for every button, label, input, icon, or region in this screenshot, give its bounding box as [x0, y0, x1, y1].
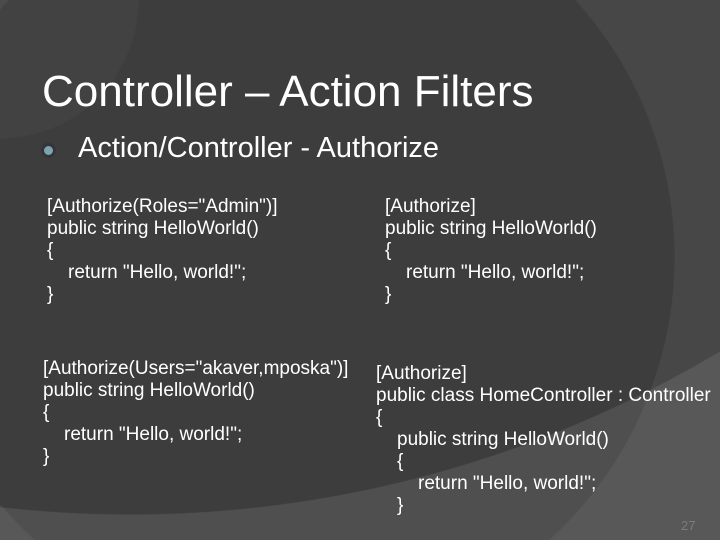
- code-line: }: [397, 495, 404, 516]
- bullet-item: Action/Controller - Authorize: [44, 132, 439, 165]
- code-line: [Authorize(Roles="Admin")]: [47, 196, 278, 217]
- slide-title: Controller – Action Filters: [42, 67, 534, 117]
- bullet-dot-icon: [44, 146, 53, 155]
- code-line: }: [47, 284, 54, 305]
- code-line: public string HelloWorld(): [47, 218, 259, 239]
- code-line: public class HomeController : Controller: [376, 385, 711, 406]
- code-line: return "Hello, world!";: [418, 473, 597, 494]
- code-line: {: [43, 402, 50, 423]
- code-line: }: [385, 284, 392, 305]
- code-line: return "Hello, world!";: [406, 262, 585, 283]
- code-line: {: [385, 240, 392, 261]
- bullet-text: Action/Controller - Authorize: [78, 132, 440, 164]
- code-line: [Authorize]: [376, 363, 467, 384]
- code-line: }: [43, 446, 50, 467]
- code-line: public string HelloWorld(): [43, 380, 255, 401]
- code-line: {: [376, 407, 383, 428]
- code-line: return "Hello, world!";: [68, 262, 247, 283]
- code-block-authorize-users: [Authorize(Users="akaver,mposka")]public…: [43, 358, 348, 468]
- code-line: [Authorize(Users="akaver,mposka")]: [43, 358, 349, 379]
- slide-number: 27: [681, 518, 696, 533]
- code-line: public string HelloWorld(): [385, 218, 597, 239]
- code-block-authorize-action: [Authorize]public string HelloWorld(){ re…: [385, 196, 597, 306]
- code-block-authorize-controller: [Authorize]public class HomeController :…: [376, 363, 711, 517]
- code-line: return "Hello, world!";: [64, 424, 243, 445]
- code-block-authorize-roles: [Authorize(Roles="Admin")]public string …: [47, 196, 278, 306]
- code-line: {: [47, 240, 54, 261]
- code-line: {: [397, 451, 404, 472]
- code-line: public string HelloWorld(): [397, 429, 609, 450]
- code-line: [Authorize]: [385, 196, 476, 217]
